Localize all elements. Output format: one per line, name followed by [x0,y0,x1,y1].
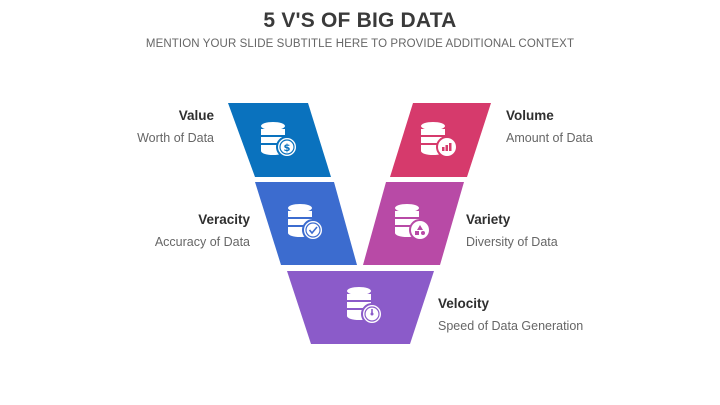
label-volume: Volume [506,108,554,123]
segment-volume [390,103,491,177]
label-velocity: Velocity [438,296,490,311]
dollar-icon: $ [276,136,298,158]
segment-value: $ [228,103,331,177]
svg-text:$: $ [284,143,291,154]
slide-subtitle: MENTION YOUR SLIDE SUBTITLE HERE TO PROV… [145,38,575,50]
shapes-icon [409,219,431,241]
slide-title: 5 V'S OF BIG DATA [263,9,457,32]
desc-value: Worth of Data [137,131,214,145]
bar-chart-icon [436,136,458,158]
segment-velocity [287,271,434,344]
desc-variety: Diversity of Data [466,235,558,249]
gauge-icon [361,303,383,325]
desc-volume: Amount of Data [506,131,593,145]
segment-variety [363,182,464,265]
label-veracity: Veracity [198,212,250,227]
desc-veracity: Accuracy of Data [154,235,250,249]
segment-veracity [255,182,357,265]
label-variety: Variety [466,212,511,227]
label-value: Value [178,108,214,123]
check-icon [302,219,324,241]
desc-velocity: Speed of Data Generation [438,319,584,333]
